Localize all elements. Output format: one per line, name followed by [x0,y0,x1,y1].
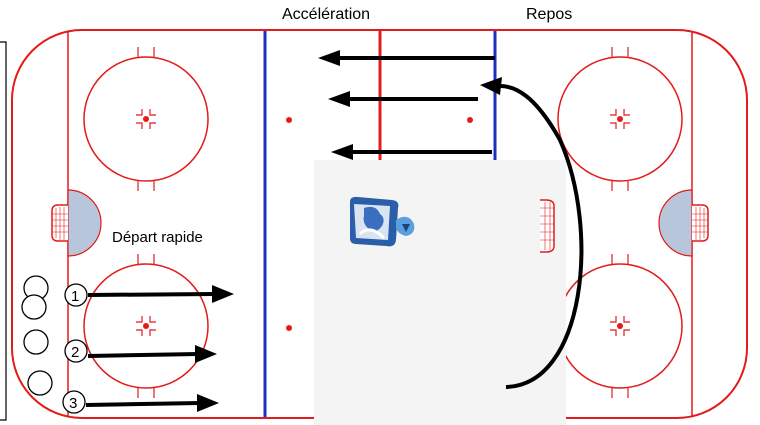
neutral-dot-top-right [467,117,473,123]
crease-right [658,189,693,257]
goal-net-right [692,204,709,242]
faceoff-circle-bottom-right [557,254,683,398]
goal-net-left [51,204,68,242]
quick-start-arrows [85,285,234,412]
hockey-logo-icon [350,196,415,247]
faceoff-circle-top-left [83,47,209,191]
player-marker [62,390,86,414]
player-markers: 1 2 3 [21,275,88,414]
neutral-dot-bottom-left [286,325,292,331]
player-marker [64,339,88,363]
acceleration-arrows [318,50,495,160]
goal-net-center [540,199,555,253]
left-border-line [0,41,7,421]
label-acceleration: Accélération [282,6,371,23]
return-curve-arrow [480,77,584,389]
player-marker [23,329,49,355]
player-number-2: 2 [71,344,79,361]
player-marker [27,370,53,396]
player-number-1: 1 [71,288,79,305]
neutral-dot-top-left [286,117,292,123]
player-number-3: 3 [69,395,77,412]
label-rest: Repos [526,6,573,23]
faceoff-circle-top-right [557,47,683,191]
crease-left [67,189,102,257]
player-marker [64,283,88,307]
faceoff-circle-bottom-left [83,254,209,398]
label-quick-start: Départ rapide [112,229,203,246]
player-marker [21,294,47,320]
